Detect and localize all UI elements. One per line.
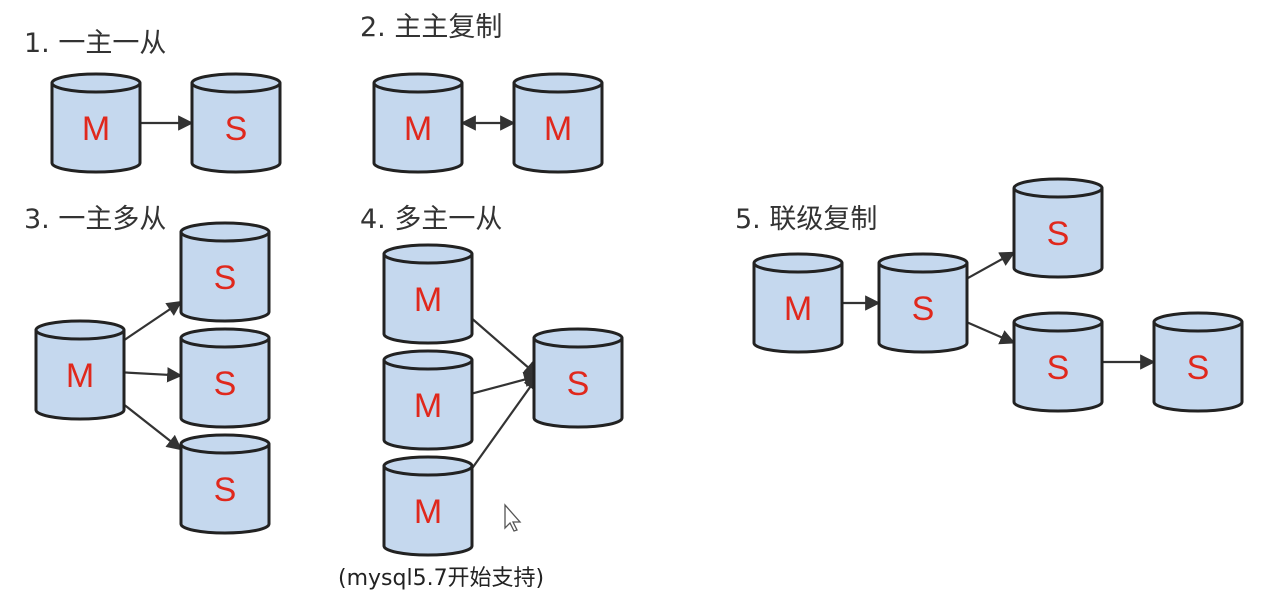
mysql-version-note: (mysql5.7开始支持)	[338, 566, 544, 591]
cylinder-body	[752, 263, 844, 354]
cylinder-top	[1012, 311, 1104, 333]
cylinder-node-m-n4m3: M	[382, 455, 474, 557]
cylinder-body	[179, 338, 271, 429]
node-label: S	[1047, 349, 1070, 387]
arrow-n3m-to-n3s3	[123, 403, 183, 451]
section-title-one-master-one-slave: 1. 一主一从	[24, 28, 166, 59]
arrow-n4m1-to-n4s	[471, 317, 540, 378]
node-label: M	[784, 290, 812, 328]
cylinder-node-s-n3s3: S	[179, 433, 271, 535]
node-label: S	[1047, 215, 1070, 253]
section-title-cascade: 5. 联级复制	[735, 204, 877, 235]
arrow-n3m-to-n3s2	[123, 367, 183, 383]
cylinder-top	[382, 243, 474, 265]
cylinder-node-m-n4m2: M	[382, 349, 474, 451]
cylinder-node-s-n4s: S	[532, 327, 624, 429]
node-label: S	[912, 290, 935, 328]
node-label: S	[567, 365, 590, 403]
node-label: M	[404, 110, 432, 148]
node-label: S	[225, 110, 248, 148]
section-title-master-master: 2. 主主复制	[360, 12, 502, 43]
cylinder-top	[179, 221, 271, 243]
cylinder-body	[1012, 188, 1104, 279]
cylinder-top	[1152, 311, 1244, 333]
cylinder-node-m-n2m2: M	[512, 72, 604, 174]
node-label: S	[214, 365, 237, 403]
cylinder-top	[179, 433, 271, 455]
cylinder-node-m-n3m: M	[34, 319, 126, 421]
cylinder-body	[512, 83, 604, 174]
cylinder-body	[179, 232, 271, 323]
node-label: M	[82, 110, 110, 148]
cylinder-top	[512, 72, 604, 94]
cylinder-node-s-n3s2: S	[179, 327, 271, 429]
node-label: S	[214, 259, 237, 297]
nodes-layer: M S M M M S S S M M M S M S S S S	[34, 72, 1244, 557]
node-label: S	[1187, 349, 1210, 387]
cylinder-body	[1152, 322, 1244, 413]
cylinder-body	[50, 83, 142, 174]
node-label: M	[414, 493, 442, 531]
node-label: M	[66, 357, 94, 395]
cylinder-body	[382, 360, 474, 451]
cylinder-body	[877, 263, 969, 354]
cylinder-top	[1012, 177, 1104, 199]
cylinder-node-s-n1s: S	[190, 72, 282, 174]
cylinder-top	[382, 455, 474, 477]
cylinder-node-s-n5s1: S	[877, 252, 969, 354]
cylinder-body	[190, 83, 282, 174]
arrow-n5s1-to-n5s3	[966, 321, 1016, 345]
cylinder-node-m-n4m1: M	[382, 243, 474, 345]
cylinder-body	[179, 444, 271, 535]
cylinder-node-m-n1m: M	[50, 72, 142, 174]
cylinder-top	[372, 72, 464, 94]
cylinder-body	[532, 338, 624, 429]
edges-layer	[123, 115, 1156, 470]
cylinder-top	[877, 252, 969, 274]
cylinder-node-s-n5s4: S	[1152, 311, 1244, 413]
mouse-cursor-icon	[504, 503, 522, 532]
cylinder-body	[382, 466, 474, 557]
arrow-n4m3-to-n4s	[471, 374, 539, 470]
cylinder-node-s-n5s2: S	[1012, 177, 1104, 279]
node-label: S	[214, 471, 237, 509]
arrow-n5s1-to-n5s2	[966, 251, 1016, 280]
cylinder-body	[372, 83, 464, 174]
cylinder-top	[382, 349, 474, 371]
cylinder-top	[34, 319, 126, 341]
cylinder-node-s-n5s3: S	[1012, 311, 1104, 413]
cylinder-body	[34, 330, 126, 421]
cylinder-top	[752, 252, 844, 274]
node-label: M	[544, 110, 572, 148]
node-label: M	[414, 281, 442, 319]
arrow-n3m-to-n3s1	[123, 300, 183, 342]
node-label: M	[414, 387, 442, 425]
section-title-many-masters-one-slave: 4. 多主一从	[360, 204, 502, 235]
cylinder-node-s-n3s1: S	[179, 221, 271, 323]
section-title-one-master-many-slaves: 3. 一主多从	[24, 204, 166, 235]
cylinder-top	[179, 327, 271, 349]
cylinder-top	[50, 72, 142, 94]
cylinder-node-m-n5m: M	[752, 252, 844, 354]
cylinder-body	[382, 254, 474, 345]
cylinder-body	[1012, 322, 1104, 413]
cylinder-top	[190, 72, 282, 94]
cylinder-top	[532, 327, 624, 349]
cylinder-node-m-n2m1: M	[372, 72, 464, 174]
